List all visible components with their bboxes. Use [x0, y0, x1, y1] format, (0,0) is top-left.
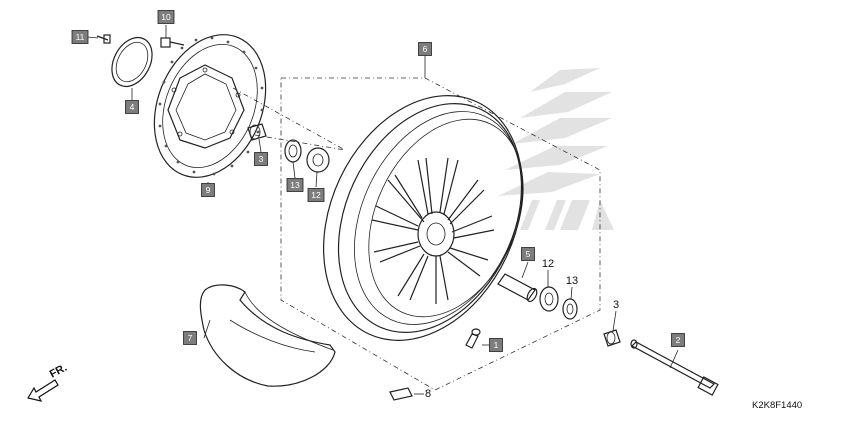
part-number-label: 3: [259, 154, 264, 164]
part-tag-part-8[interactable]: 8: [425, 388, 431, 400]
part-number-label: 5: [526, 249, 531, 259]
tag-box: [125, 100, 139, 114]
part-number-label: 11: [76, 32, 85, 42]
tag-box: [183, 331, 197, 345]
part-tag-part-10[interactable]: 10: [157, 10, 175, 24]
direction-label: FR.: [48, 362, 69, 381]
valve-stem: [465, 328, 481, 349]
distance-collar: [497, 273, 538, 303]
part-tag-part-3b[interactable]: 3: [613, 299, 619, 311]
bearing-left: [306, 147, 330, 173]
part-number-label: 3: [613, 299, 619, 311]
collar-right: [603, 329, 621, 347]
tag-box: [71, 30, 89, 44]
part-number-label: 9: [206, 185, 211, 195]
ring-screw: [96, 34, 111, 44]
arrow-icon: [27, 379, 59, 402]
part-number-label: 12: [542, 258, 554, 270]
diagram-code: K2K8F1440: [752, 400, 802, 411]
front-fender-guard: [199, 284, 336, 387]
tag-box: [157, 10, 175, 24]
part-tag-part-4[interactable]: 4: [125, 100, 139, 114]
part-number-label: 8: [425, 388, 431, 400]
part-tag-part-9[interactable]: 9: [201, 183, 215, 197]
front-wheel: [323, 95, 524, 341]
brake-disc: [153, 34, 267, 178]
tag-box: [286, 178, 304, 192]
part-tag-part-6[interactable]: 6: [418, 42, 432, 56]
part-number-label: 6: [423, 44, 428, 54]
part-tag-part-12a[interactable]: 12: [307, 188, 325, 202]
tag-box: [418, 42, 432, 56]
part-tag-part-12b[interactable]: 12: [542, 258, 554, 270]
dust-seal-right: [562, 298, 578, 320]
part-tag-part-13a[interactable]: 13: [286, 178, 304, 192]
bearing-right: [539, 286, 559, 312]
part-tag-part-3a[interactable]: 3: [254, 152, 268, 166]
part-tag-part-1[interactable]: 1: [489, 338, 503, 352]
part-number-label: 13: [290, 180, 300, 190]
tag-box: [307, 188, 325, 202]
part-tag-part-11[interactable]: 11: [71, 30, 89, 44]
part-number-label: 2: [676, 335, 681, 345]
dust-seal-left: [284, 139, 302, 163]
part-number-label: 10: [161, 12, 171, 22]
tag-box: [201, 183, 215, 197]
leader-lines: [86, 25, 679, 395]
disc-bolt: [160, 37, 185, 48]
collar-left: [247, 123, 267, 141]
part-number-label: 7: [188, 333, 193, 343]
tag-box: [671, 333, 685, 347]
part-number-label: 4: [130, 102, 135, 112]
watermark-lettering: [520, 200, 614, 230]
part-tag-part-7[interactable]: 7: [183, 331, 197, 345]
tag-box: [489, 338, 503, 352]
wing-logo-watermark-icon: [498, 68, 614, 230]
part-number-label: 1: [494, 340, 499, 350]
front-direction-indicator: FR.: [27, 362, 69, 402]
tag-box: [254, 152, 268, 166]
part-number-label: 13: [566, 275, 578, 287]
balance-weight: [389, 387, 413, 401]
part-tag-part-2[interactable]: 2: [671, 333, 685, 347]
part-tag-part-13b[interactable]: 13: [566, 275, 578, 287]
tag-box: [521, 247, 535, 261]
front-axle: [630, 339, 719, 396]
assembly-outline: [232, 77, 601, 391]
part-tag-part-5[interactable]: 5: [521, 247, 535, 261]
pulser-ring: [111, 36, 153, 88]
part-number-label: 12: [311, 190, 321, 200]
